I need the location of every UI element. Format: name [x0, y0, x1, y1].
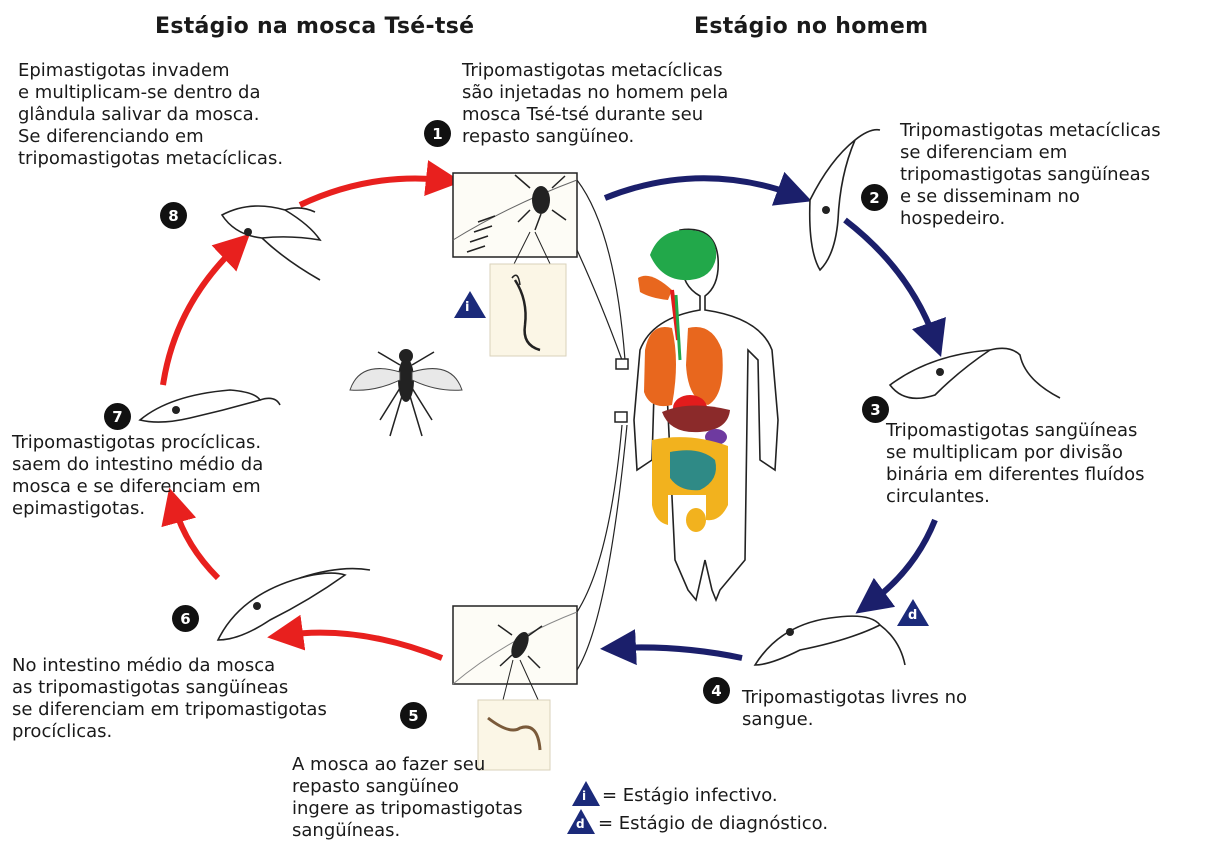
trypanosome-8 — [222, 206, 320, 240]
legend-diagnostic: = Estágio de diagnóstico. — [598, 813, 828, 834]
legend-infective: = Estágio infectivo. — [602, 785, 778, 806]
legend-diagnostic-letter: d — [576, 817, 585, 831]
arrow-7-to-8 — [163, 246, 237, 385]
step-text-2: Tripomastigotas metacíclicas se diferenc… — [900, 120, 1161, 230]
step-badge-6: 6 — [172, 605, 199, 632]
step-text-1: Tripomastigotas metacíclicas são injetad… — [462, 60, 728, 148]
arrow-8-to-1 — [300, 178, 444, 205]
fly-bite-inset-top — [453, 173, 577, 257]
step-badge-1: 1 — [424, 120, 451, 147]
step-badge-7: 7 — [104, 403, 131, 430]
arrow-2-to-3 — [845, 220, 935, 340]
step-text-5: A mosca ao fazer seu repasto sangüíneo i… — [292, 754, 523, 842]
human-body — [615, 229, 778, 600]
step-text-4: Tripomastigotas livres no sangue. — [742, 687, 967, 731]
step-badge-2: 2 — [861, 184, 888, 211]
step-badge-5: 5 — [400, 702, 427, 729]
legend-infective-letter: i — [582, 789, 586, 803]
arrow-1-to-2 — [605, 178, 795, 198]
step-badge-3: 3 — [862, 396, 889, 423]
arrow-3-to-4 — [870, 520, 935, 603]
step-badge-4: 4 — [703, 677, 730, 704]
trypanosome-7 — [140, 390, 260, 422]
step-badge-8: 8 — [160, 202, 187, 229]
diagnostic-letter: d — [908, 608, 917, 623]
arrow-4-to-5 — [618, 647, 742, 658]
infective-letter: i — [465, 300, 469, 315]
step-text-8: Epimastigotas invadem e multiplicam-se d… — [18, 60, 283, 170]
fly-bite-inset-bottom — [453, 606, 577, 684]
legend-infective-label: = Estágio infectivo. — [602, 785, 778, 806]
trypanosome-2 — [810, 140, 855, 270]
trypanosome-4 — [755, 616, 880, 665]
step-text-3: Tripomastigotas sangüíneas se multiplica… — [886, 420, 1144, 508]
parasite-inset-top — [490, 264, 566, 356]
infective-stage-marker — [454, 291, 486, 318]
legend-diagnostic-label: = Estágio de diagnóstico. — [598, 813, 828, 834]
step-text-6: No intestino médio da mosca as tripomast… — [12, 655, 327, 743]
tsetse-fly-illustration — [350, 349, 462, 436]
step-text-7: Tripomastigotas procíclicas. saem do int… — [12, 432, 263, 520]
